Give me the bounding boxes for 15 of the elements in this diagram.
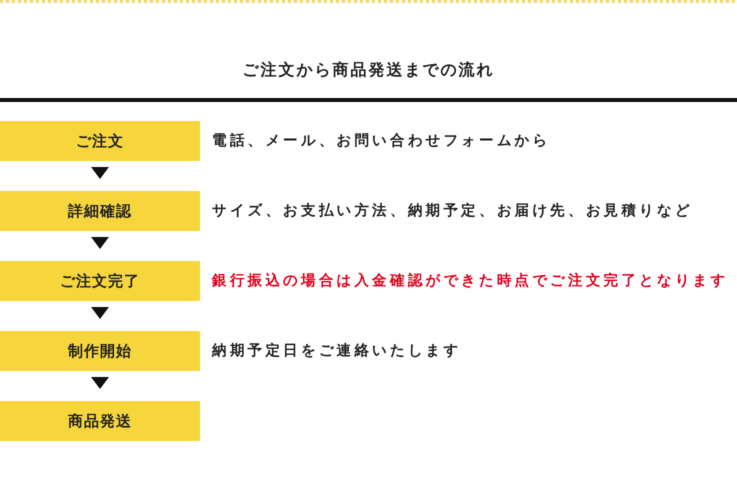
step-description: サイズ、お支払い方法、納期予定、お届け先、お見積りなど bbox=[212, 201, 693, 221]
step-box bbox=[0, 261, 200, 301]
note-text: 銀行振込の場合は入金確認ができた時点でご注文完了となります bbox=[212, 271, 728, 291]
step-box bbox=[0, 401, 200, 441]
step-label: 詳細確認 bbox=[68, 202, 132, 220]
step-box bbox=[0, 331, 200, 371]
step-description: 納期予定日をご連絡いたします bbox=[212, 342, 462, 361]
step-label: 制作開始 bbox=[68, 342, 132, 360]
step-label: ご注文完了 bbox=[60, 272, 140, 290]
step-description: 電話、メール、お問い合わせフォームから bbox=[212, 132, 550, 151]
step-label: ご注文 bbox=[76, 132, 124, 150]
step-box bbox=[0, 191, 200, 231]
diagram-title: ご注文から商品発送までの流れ bbox=[242, 60, 496, 81]
step-label: 商品発送 bbox=[68, 412, 132, 430]
step-box bbox=[0, 121, 200, 161]
